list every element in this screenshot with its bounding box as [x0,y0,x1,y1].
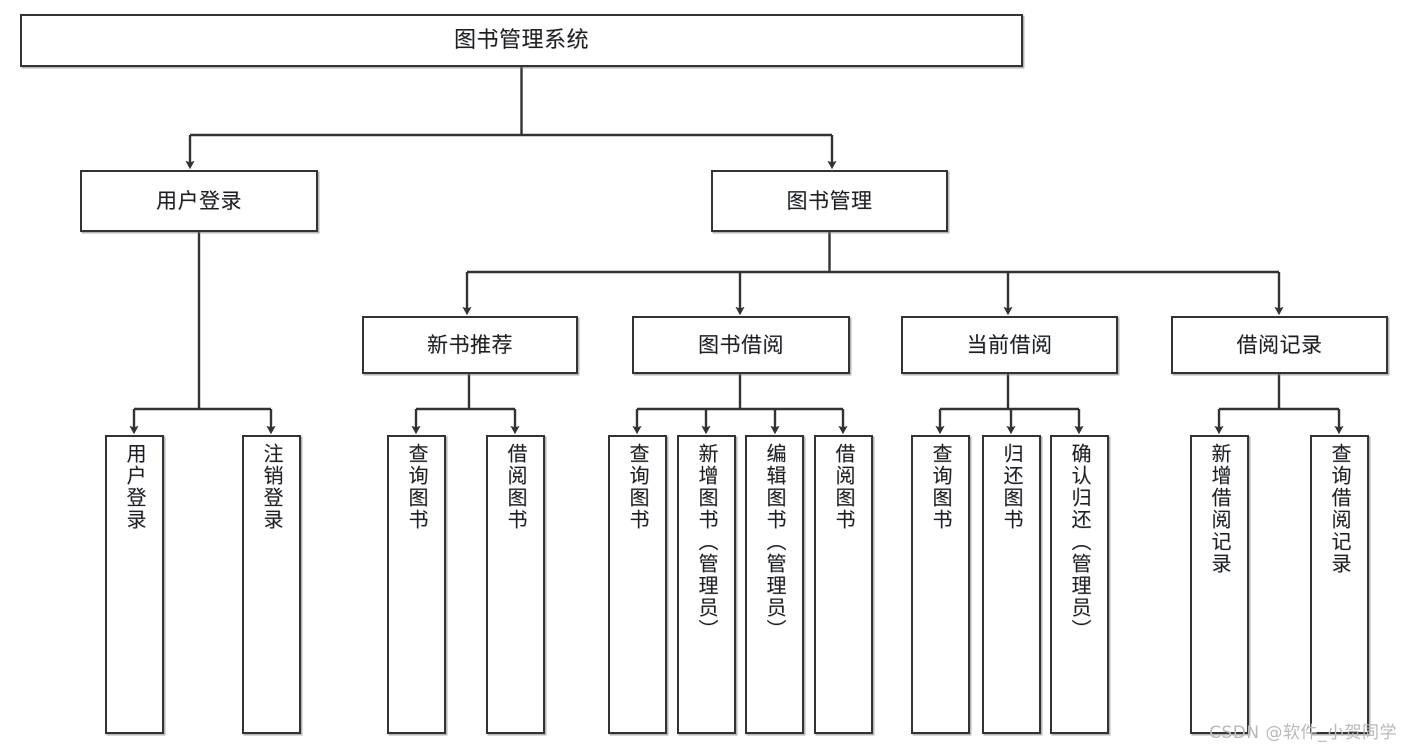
node-label: 查询图书 [626,443,650,531]
node-label: 图书借阅 [698,332,784,357]
leaf-logout[interactable]: 注销登录 [242,435,301,734]
leaf-query-book-newbook[interactable]: 查询图书 [387,435,446,734]
leaf-add-borrow-record[interactable]: 新增借阅记录 [1190,435,1249,734]
leaf-edit-book-admin[interactable]: 编辑图书（管理员） [745,435,804,734]
node-label: 新增借阅记录 [1208,443,1232,575]
node-label: 借阅记录 [1236,332,1323,357]
node-label: 借阅图书 [504,443,528,531]
leaf-query-borrow-record[interactable]: 查询借阅记录 [1310,435,1369,734]
leaf-borrow-book[interactable]: 借阅图书 [814,435,873,734]
leaf-borrow-book-newbook[interactable]: 借阅图书 [486,435,545,734]
leaf-query-book-borrow[interactable]: 查询图书 [608,435,667,734]
node-borrow-record[interactable]: 借阅记录 [1171,316,1388,374]
leaf-user-login[interactable]: 用户登录 [105,435,164,734]
node-label: 用户登录 [156,188,242,213]
node-label: 查询图书 [929,443,953,531]
node-label: 借阅图书 [832,443,856,531]
node-label: 确认归还（管理员） [1068,443,1092,641]
node-new-book-recommend[interactable]: 新书推荐 [362,316,578,374]
leaf-add-book-admin[interactable]: 新增图书（管理员） [677,435,736,734]
node-label: 新书推荐 [427,332,513,357]
node-label: 归还图书 [1000,443,1024,531]
node-label: 编辑图书（管理员） [763,443,787,641]
node-label: 新增图书（管理员） [695,443,719,641]
node-label: 图书管理系统 [453,27,589,53]
leaf-return-book[interactable]: 归还图书 [982,435,1041,734]
leaf-confirm-return-admin[interactable]: 确认归还（管理员） [1050,435,1109,734]
node-book-borrow[interactable]: 图书借阅 [632,316,850,374]
watermark-text: CSDN @软件_小贺同学 [1209,723,1397,743]
node-label: 图书管理 [786,188,873,213]
node-label: 查询借阅记录 [1328,443,1352,575]
node-label: 用户登录 [123,443,147,531]
node-label: 查询图书 [405,443,429,531]
node-label: 当前借阅 [966,332,1053,357]
leaf-query-book-current[interactable]: 查询图书 [911,435,970,734]
node-book-management-system[interactable]: 图书管理系统 [20,14,1023,67]
node-current-borrow[interactable]: 当前借阅 [901,316,1118,374]
node-user-login[interactable]: 用户登录 [80,170,318,232]
node-label: 注销登录 [260,443,284,531]
node-book-management[interactable]: 图书管理 [711,170,948,232]
